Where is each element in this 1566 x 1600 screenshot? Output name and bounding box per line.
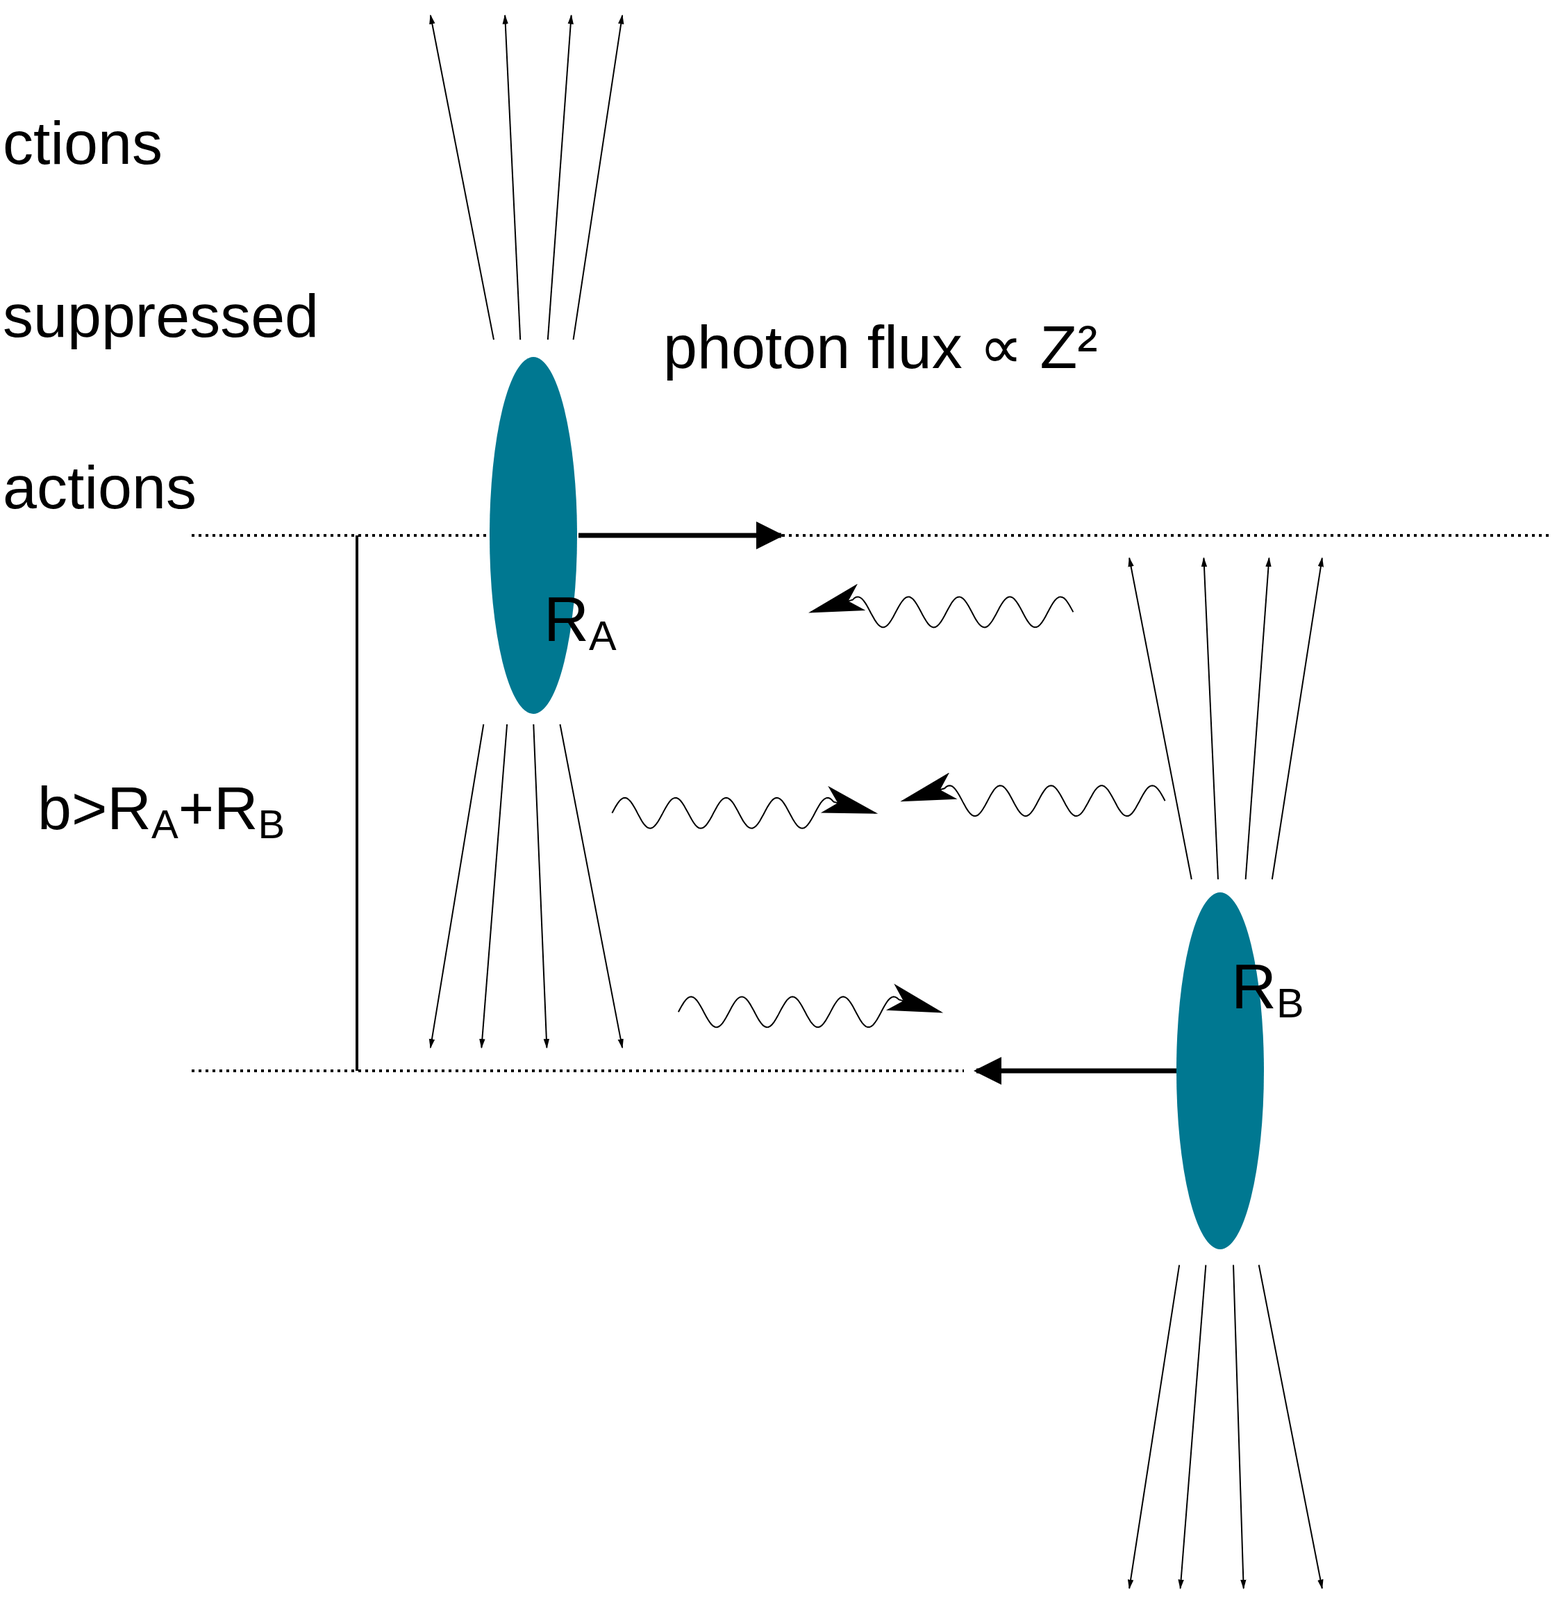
note-text: suppressed	[2, 285, 319, 347]
field-line	[559, 724, 623, 1048]
field-line	[430, 15, 494, 340]
field-line	[1272, 558, 1323, 880]
field-line	[1233, 1265, 1244, 1589]
note-text: actions	[2, 456, 197, 519]
velocity-arrow	[578, 533, 782, 539]
nucleus-fill	[489, 356, 578, 714]
field-line	[1259, 1265, 1323, 1589]
photon-wave	[811, 596, 1074, 628]
photon-wave	[611, 797, 876, 829]
velocity-arrow	[976, 1068, 1179, 1074]
field-line	[547, 15, 572, 340]
beam-line	[191, 1069, 964, 1073]
radius-label: RB	[1231, 955, 1305, 1024]
field-line	[1129, 558, 1192, 880]
field-line	[533, 724, 547, 1048]
nucleus-ellipse: RB	[1176, 892, 1264, 1250]
field-line	[573, 15, 623, 340]
note-text: ctions	[2, 112, 163, 174]
radius-label: RA	[543, 588, 617, 657]
field-line	[1129, 1265, 1180, 1589]
impact-parameter-line	[355, 535, 359, 1071]
field-line	[504, 15, 521, 340]
field-line	[1203, 558, 1219, 880]
nucleus-ellipse: RA	[489, 356, 578, 714]
ellipse-shape	[489, 356, 578, 714]
photon-wave	[678, 996, 941, 1028]
ellipse-shape	[1176, 892, 1264, 1250]
field-line	[1180, 1265, 1207, 1589]
field-line	[1245, 558, 1270, 880]
field-line	[481, 724, 507, 1048]
nucleus-fill	[1176, 892, 1264, 1250]
photon-wave	[902, 785, 1166, 816]
field-line	[430, 724, 484, 1048]
beam-line	[191, 534, 1551, 537]
impact-parameter-label: b>RA+RB	[37, 777, 285, 845]
flux-label: photon flux ∝ Z²	[663, 316, 1098, 378]
